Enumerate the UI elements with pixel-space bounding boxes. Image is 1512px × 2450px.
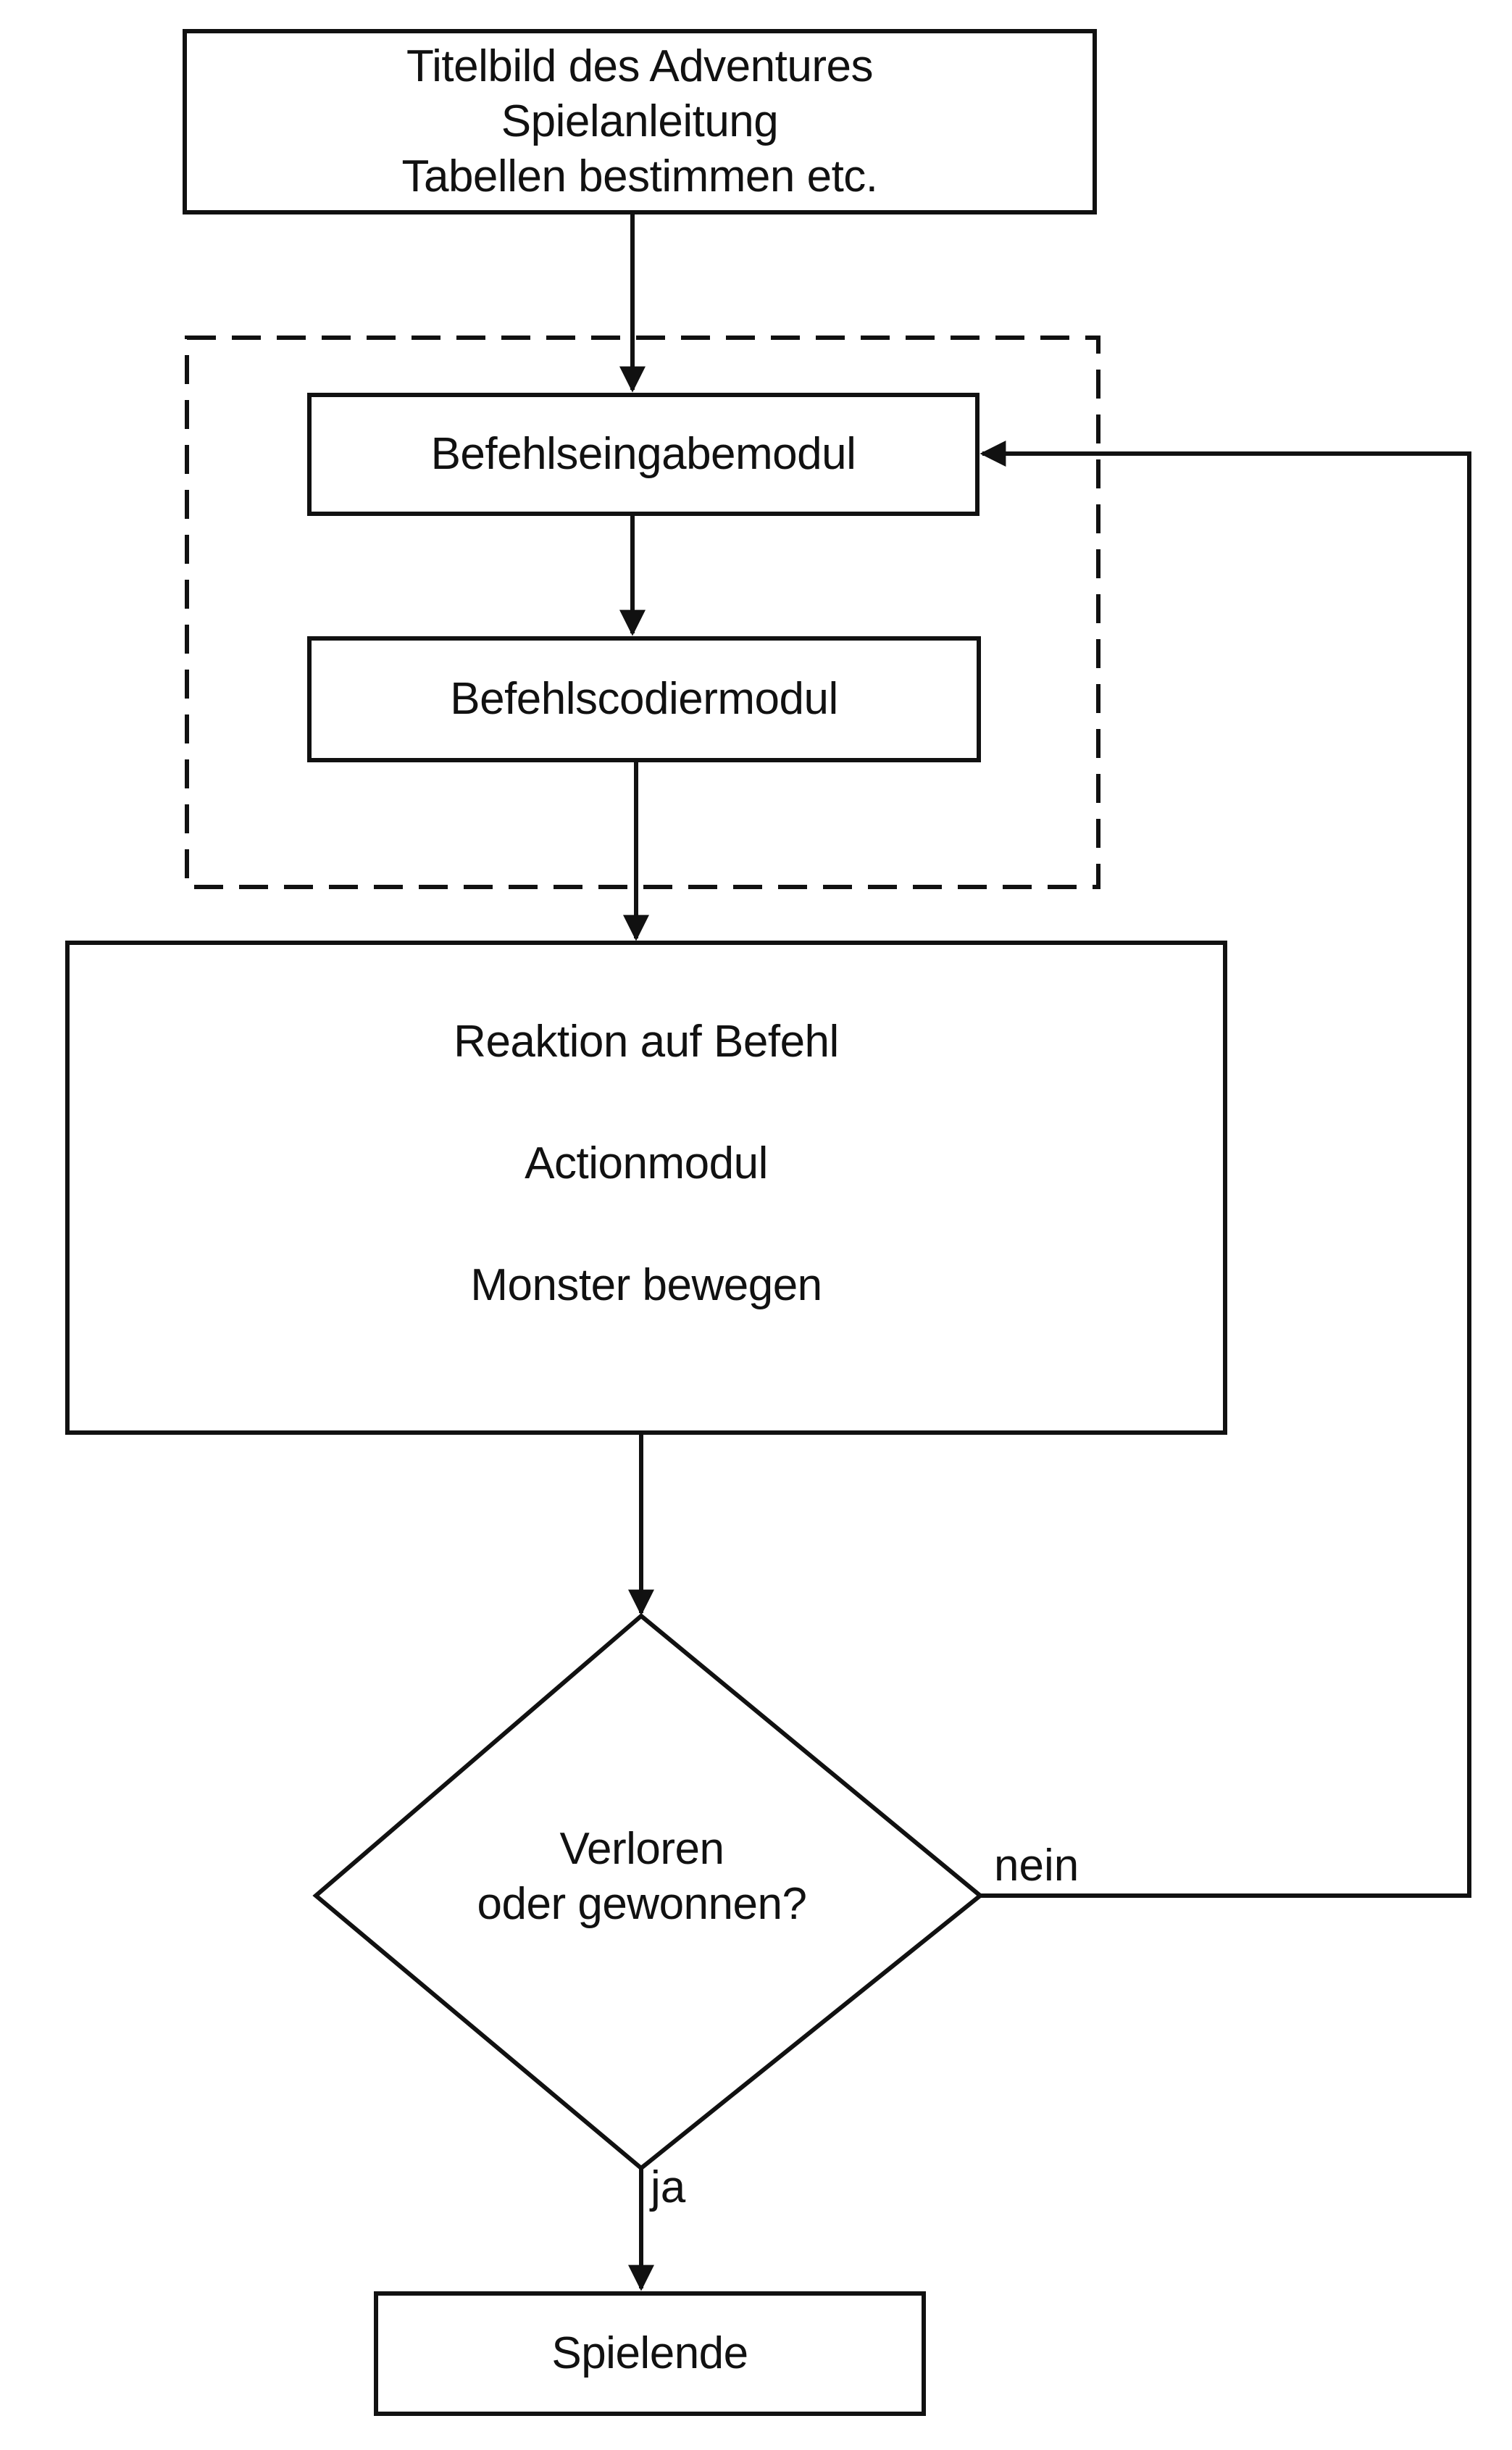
module-group-frame bbox=[185, 336, 1100, 889]
end-box: Spielende bbox=[374, 2291, 926, 2416]
yes-label: ja bbox=[651, 2162, 686, 2212]
end-label: Spielende bbox=[551, 2328, 748, 2378]
arrow-no-loop-to-input bbox=[980, 441, 1471, 1898]
decision-line-1: Verloren bbox=[559, 1824, 724, 1874]
decision-line-2: oder gewonnen? bbox=[477, 1879, 807, 1929]
start-line-1: Titelbild des Adventures bbox=[406, 41, 873, 91]
input-module-label: Befehlseingabemodul bbox=[430, 429, 856, 479]
no-label: nein bbox=[994, 1841, 1079, 1891]
coding-module-label: Befehlscodiermodul bbox=[450, 674, 838, 724]
coding-module-box: Befehlscodiermodul bbox=[307, 636, 981, 762]
start-line-3: Tabellen bestimmen etc. bbox=[401, 151, 878, 201]
reaction-box: Reaktion auf Befehl Actionmodul Monster … bbox=[65, 941, 1227, 1435]
start-box: Titelbild des Adventures Spielanleitung … bbox=[183, 29, 1097, 214]
start-line-2: Spielanleitung bbox=[501, 96, 779, 146]
reaction-line-3: Monster bewegen bbox=[470, 1260, 822, 1310]
reaction-line-2: Actionmodul bbox=[525, 1138, 768, 1188]
reaction-line-1: Reaktion auf Befehl bbox=[454, 1017, 839, 1067]
input-module-box: Befehlseingabemodul bbox=[307, 393, 980, 516]
decision-text: Verloren oder gewonnen? bbox=[425, 1819, 859, 1935]
